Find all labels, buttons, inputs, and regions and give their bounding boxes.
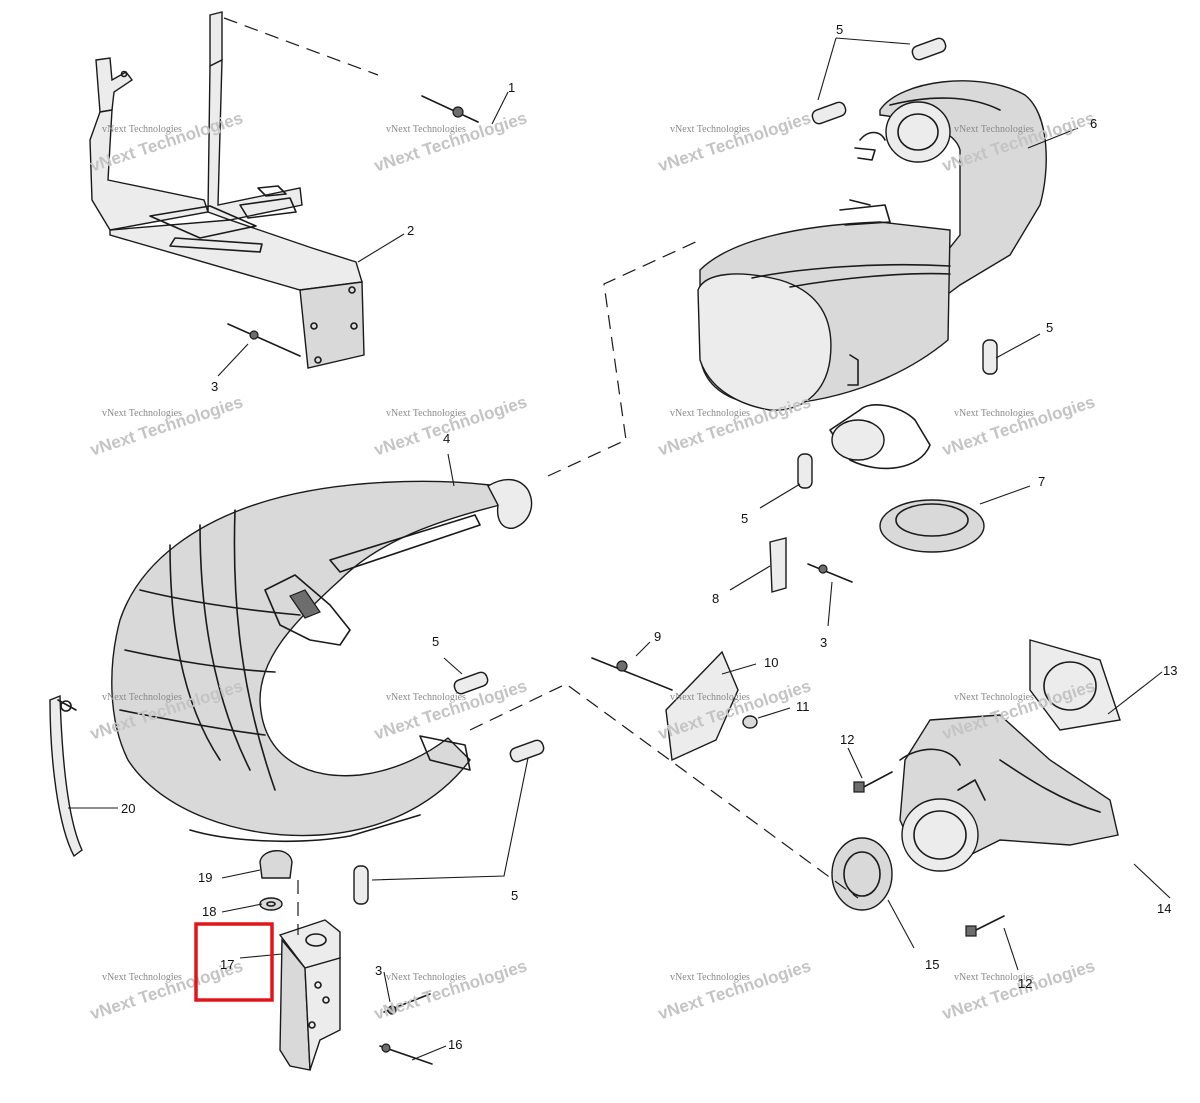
svg-text:vNext Technologies: vNext Technologies	[102, 124, 182, 135]
strap-part-20	[49, 694, 83, 858]
svg-text:vNext Technologies: vNext Technologies	[372, 108, 529, 175]
muffler-part-6	[697, 80, 1047, 470]
callout-15: 15	[925, 957, 939, 972]
callout-5: 5	[511, 888, 518, 903]
washer-part-18	[259, 897, 283, 911]
callout-6: 6	[1090, 116, 1097, 131]
svg-text:vNext Technologies: vNext Technologies	[670, 124, 750, 135]
callout-9: 9	[654, 629, 661, 644]
svg-text:vNext Technologies: vNext Technologies	[670, 692, 750, 703]
svg-text:vNext Technologies: vNext Technologies	[940, 392, 1097, 459]
callout-17: 17	[220, 957, 234, 972]
callout-12: 12	[1018, 976, 1032, 991]
callout-4: 4	[443, 431, 450, 446]
svg-text:vNext Technologies: vNext Technologies	[372, 676, 529, 743]
callout-12: 12	[840, 732, 854, 747]
svg-text:vNext Technologies: vNext Technologies	[386, 408, 466, 419]
mount-bracket-part-17	[278, 919, 341, 1071]
exhaust-bracket-part-2	[89, 11, 365, 369]
callout-19: 19	[198, 870, 212, 885]
seal-ring-part-15	[831, 837, 893, 911]
svg-text:vNext Technologies: vNext Technologies	[102, 692, 182, 703]
callout-2: 2	[407, 223, 414, 238]
callout-5: 5	[836, 22, 843, 37]
plate-part-8	[769, 537, 787, 593]
svg-text:vNext Technologies: vNext Technologies	[670, 972, 750, 983]
svg-text:vNext Technologies: vNext Technologies	[954, 972, 1034, 983]
leader-lines	[68, 37, 1171, 1061]
svg-text:vNext Technologies: vNext Technologies	[954, 692, 1034, 703]
heat-shield-part-10	[665, 650, 739, 762]
assembly-dashed-lines	[223, 17, 859, 935]
callout-5: 5	[1046, 320, 1053, 335]
svg-text:vNext Technologies: vNext Technologies	[656, 108, 813, 175]
callout-8: 8	[712, 591, 719, 606]
callout-11: 11	[796, 699, 810, 714]
expansion-chamber-part-4	[111, 479, 533, 843]
svg-text:vNext Technologies: vNext Technologies	[386, 692, 466, 703]
rubber-cap-part-19	[259, 850, 293, 879]
svg-text:vNext Technologies: vNext Technologies	[372, 956, 529, 1023]
gasket-ring-part-7	[879, 499, 985, 553]
svg-text:vNext Technologies: vNext Technologies	[656, 956, 813, 1023]
callout-13: 13	[1163, 663, 1177, 678]
callout-10: 10	[764, 655, 778, 670]
callout-20: 20	[121, 801, 135, 816]
callout-1: 1	[508, 80, 515, 95]
svg-text:vNext Technologies: vNext Technologies	[102, 408, 182, 419]
svg-text:vNext Technologies: vNext Technologies	[88, 392, 245, 459]
svg-text:vNext Technologies: vNext Technologies	[386, 972, 466, 983]
callout-5: 5	[741, 511, 748, 526]
callout-3: 3	[211, 379, 218, 394]
callout-16: 16	[448, 1037, 462, 1052]
small-parts	[227, 37, 1005, 1065]
washer-part-11	[742, 715, 758, 729]
svg-text:vNext Technologies: vNext Technologies	[386, 124, 466, 135]
svg-text:vNext Technologies: vNext Technologies	[954, 408, 1034, 419]
callout-5: 5	[432, 634, 439, 649]
callout-3: 3	[375, 963, 382, 978]
callout-3: 3	[820, 635, 827, 650]
svg-text:vNext Technologies: vNext Technologies	[656, 392, 813, 459]
callout-18: 18	[202, 904, 216, 919]
callout-labels: 1 2 3 3 3 3 4 5 5 5 5 5 5 6 7 8 9 10 11 …	[121, 22, 1177, 1052]
bolt-icon	[227, 95, 1005, 1065]
spring-icon	[353, 37, 998, 905]
svg-text:vNext Technologies: vNext Technologies	[670, 408, 750, 419]
highlight-box-part-17	[194, 922, 274, 1002]
exhaust-manifold-part-14	[899, 639, 1121, 872]
svg-text:vNext Technologies: vNext Technologies	[954, 124, 1034, 135]
svg-text:vNext Technologies: vNext Technologies	[372, 392, 529, 459]
callout-14: 14	[1157, 901, 1171, 916]
callout-7: 7	[1038, 474, 1045, 489]
svg-text:vNext Technologies: vNext Technologies	[102, 972, 182, 983]
